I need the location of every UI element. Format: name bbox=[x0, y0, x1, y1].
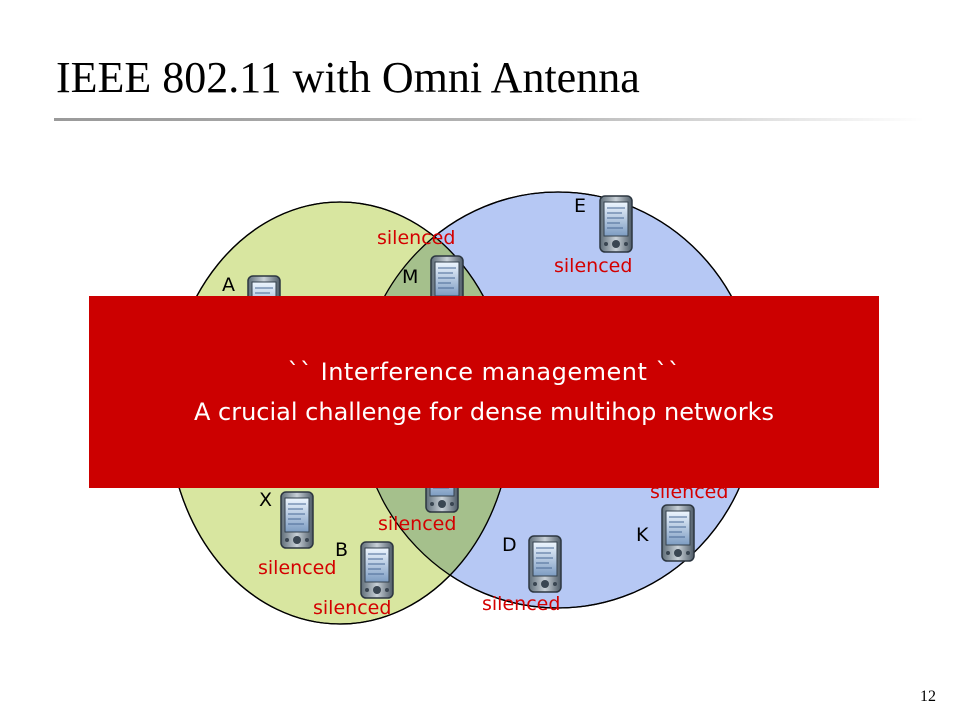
silenced-label-d: silenced bbox=[482, 593, 560, 615]
node-d-device-icon bbox=[528, 535, 562, 593]
node-a-label: A bbox=[222, 274, 235, 296]
node-b-device-icon bbox=[360, 541, 394, 599]
silenced-label-top: silenced bbox=[377, 227, 455, 249]
callout-heading: `` Interference management `` bbox=[287, 358, 681, 386]
silenced-label-x: silenced bbox=[258, 557, 336, 579]
slide-number: 12 bbox=[920, 688, 936, 705]
node-k-label: K bbox=[636, 524, 649, 546]
node-e-label: E bbox=[574, 195, 586, 217]
slide-title: IEEE 802.11 with Omni Antenna bbox=[56, 53, 640, 102]
silenced-label-b: silenced bbox=[313, 597, 391, 619]
node-e-device-icon bbox=[599, 195, 633, 253]
node-d-label: D bbox=[502, 534, 517, 556]
node-m-label: M bbox=[402, 266, 418, 288]
node-k-device-icon bbox=[661, 504, 695, 562]
silenced-label-center: silenced bbox=[378, 513, 456, 535]
interference-callout: `` Interference management `` A crucial … bbox=[89, 296, 879, 488]
node-b-label: B bbox=[335, 539, 348, 561]
node-x-device-icon bbox=[280, 491, 314, 549]
callout-subtext: A crucial challenge for dense multihop n… bbox=[193, 398, 775, 426]
title-divider bbox=[54, 118, 924, 121]
node-x-label: X bbox=[259, 489, 272, 511]
silenced-label-e: silenced bbox=[554, 255, 632, 277]
